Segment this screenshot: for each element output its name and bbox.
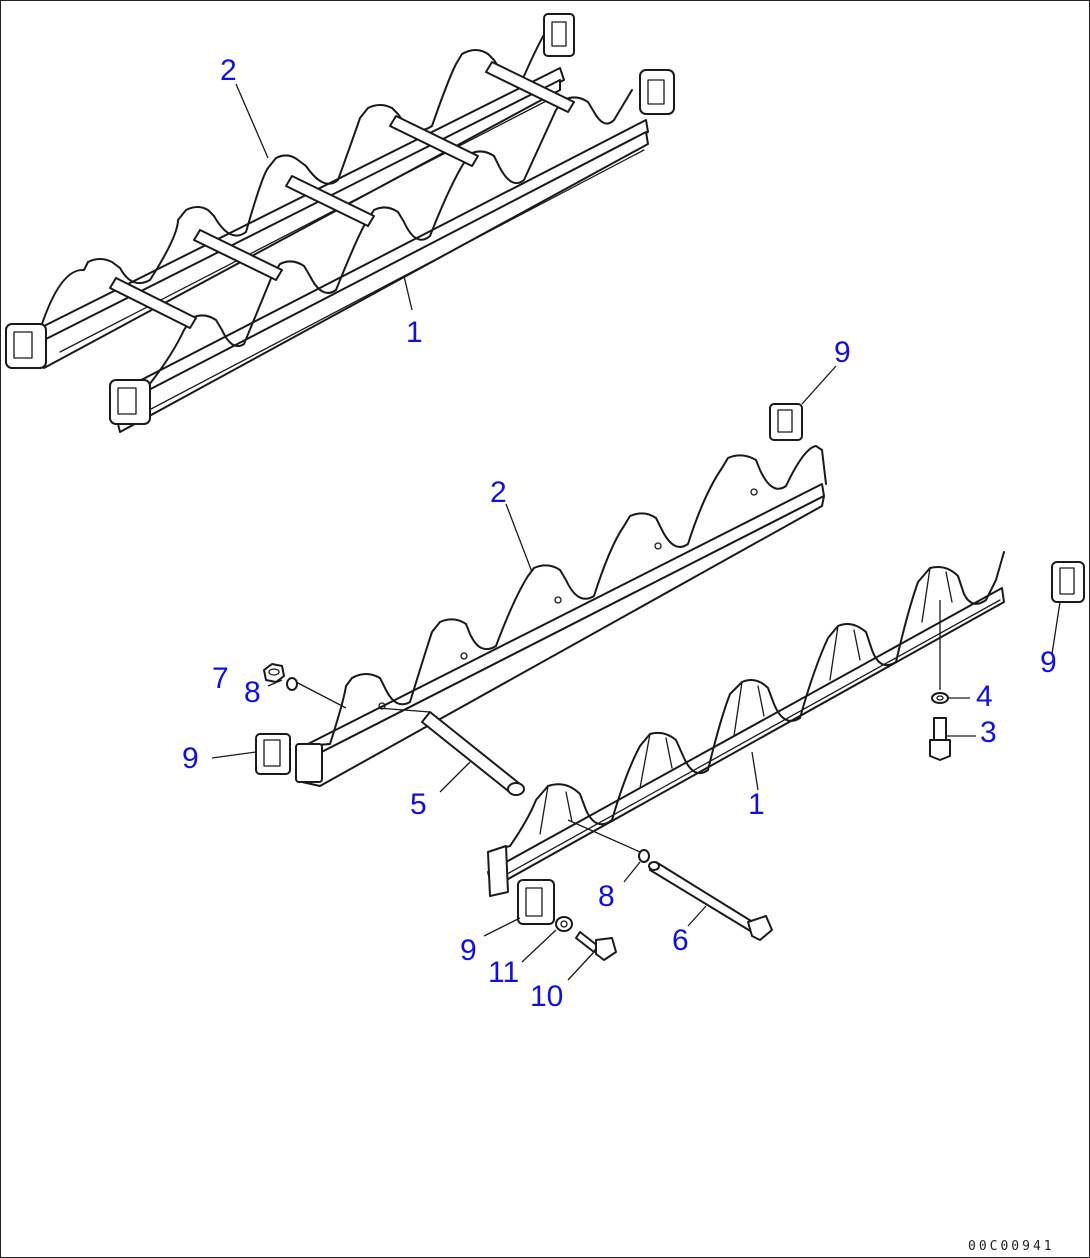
bolt-part-3: [929, 717, 951, 761]
exploded-view: [255, 403, 1085, 961]
leader-lines: [211, 83, 1061, 981]
callout-6: 6: [672, 924, 689, 957]
exploded-front-rail: [487, 551, 1005, 897]
callout-7: 7: [212, 662, 229, 695]
washer-part-8-bottom: [638, 849, 650, 863]
callout-4: 4: [976, 680, 993, 713]
cross-pins: [109, 61, 575, 329]
callout-1-mid: 1: [748, 788, 765, 821]
callout-labels: 1 2 9 2 7 8 9 5 1 4 3 9 8 6 9 11 10: [182, 54, 1057, 1013]
bolt-part-10: [575, 931, 617, 961]
block-part-9-left: [255, 733, 291, 775]
callout-9-left: 9: [182, 742, 199, 775]
callout-9-top: 9: [834, 336, 851, 369]
callout-9-right: 9: [1040, 646, 1057, 679]
pin-part-5: [421, 711, 525, 796]
end-blocks-top: [5, 323, 151, 425]
washer-part-8-left: [286, 677, 298, 691]
callout-10: 10: [530, 980, 563, 1013]
washer-part-11: [555, 916, 573, 932]
callout-1-top: 1: [406, 316, 423, 349]
callout-8-bottom: 8: [598, 880, 615, 913]
block-part-9-bottom: [517, 879, 555, 925]
callout-8-left: 8: [244, 676, 261, 709]
long-bolt-part-6: [648, 861, 773, 941]
block-part-9-right: [1051, 561, 1085, 603]
nut-part-7: [263, 663, 285, 683]
callout-3: 3: [980, 716, 997, 749]
washer-part-4: [931, 692, 949, 704]
callout-11: 11: [488, 956, 519, 989]
callout-9-bottom: 9: [460, 934, 477, 967]
block-part-9-top: [769, 403, 803, 441]
callout-5: 5: [410, 788, 427, 821]
drawing-code: 00C00941: [968, 1239, 1055, 1254]
callout-2-mid: 2: [490, 476, 507, 509]
callout-2-top: 2: [220, 54, 237, 87]
assembled-guard-view: [5, 13, 675, 433]
